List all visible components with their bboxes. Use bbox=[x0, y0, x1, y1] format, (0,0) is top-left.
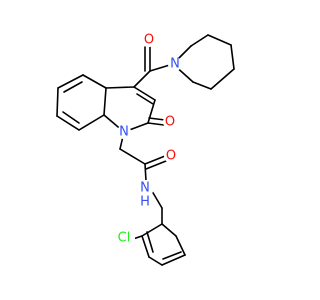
bond bbox=[133, 70, 151, 88]
bond bbox=[147, 122, 165, 126]
bond bbox=[148, 256, 163, 266]
atom-h-amide-label: H bbox=[140, 195, 150, 210]
bond-layer bbox=[56, 34, 235, 266]
bond bbox=[147, 99, 156, 124]
atom-o-amide-label: O bbox=[166, 149, 176, 164]
atom-n-amide-label: N bbox=[140, 181, 150, 196]
bond bbox=[119, 148, 146, 165]
bond bbox=[230, 44, 235, 70]
bond bbox=[210, 68, 235, 90]
atom-label-layer: O N O N O N H Cl bbox=[115, 33, 182, 246]
atom-n-piperidine-label: N bbox=[170, 57, 180, 72]
bond bbox=[141, 235, 150, 258]
bond bbox=[192, 81, 212, 90]
bond bbox=[56, 87, 59, 117]
bond bbox=[56, 115, 80, 131]
bond bbox=[162, 251, 182, 260]
atom-o-lactam: O bbox=[163, 115, 177, 130]
bond bbox=[136, 93, 154, 105]
bond bbox=[190, 34, 209, 47]
bond bbox=[105, 86, 135, 89]
atom-o-ketone-label: O bbox=[144, 33, 154, 48]
atom-n-piperidine: N bbox=[168, 57, 182, 72]
atom-o-lactam-label: O bbox=[165, 115, 175, 130]
bond bbox=[62, 111, 80, 124]
bond bbox=[175, 235, 186, 256]
bond bbox=[144, 155, 166, 165]
atom-n-quinolinone: N bbox=[117, 125, 131, 140]
atom-nh-amide: N H bbox=[138, 180, 154, 210]
bond bbox=[82, 74, 107, 89]
bond bbox=[207, 34, 232, 46]
bond bbox=[103, 87, 107, 116]
bond bbox=[141, 223, 163, 237]
bond bbox=[63, 81, 83, 93]
bond bbox=[148, 117, 166, 121]
atom-o-ketone: O bbox=[142, 33, 156, 48]
atom-n-quinolinone-label: N bbox=[119, 125, 129, 140]
bond bbox=[161, 223, 177, 237]
molecule-structure: O N O N O N H Cl bbox=[56, 33, 235, 266]
bond bbox=[144, 163, 147, 182]
bond bbox=[57, 74, 84, 89]
bond bbox=[146, 231, 154, 253]
atom-o-amide: O bbox=[164, 149, 178, 164]
bond bbox=[78, 114, 105, 131]
atom-cl-label: Cl bbox=[118, 231, 131, 246]
bond bbox=[145, 160, 167, 170]
atom-cl: Cl bbox=[115, 230, 135, 246]
bond bbox=[133, 86, 156, 101]
bond bbox=[161, 254, 186, 266]
